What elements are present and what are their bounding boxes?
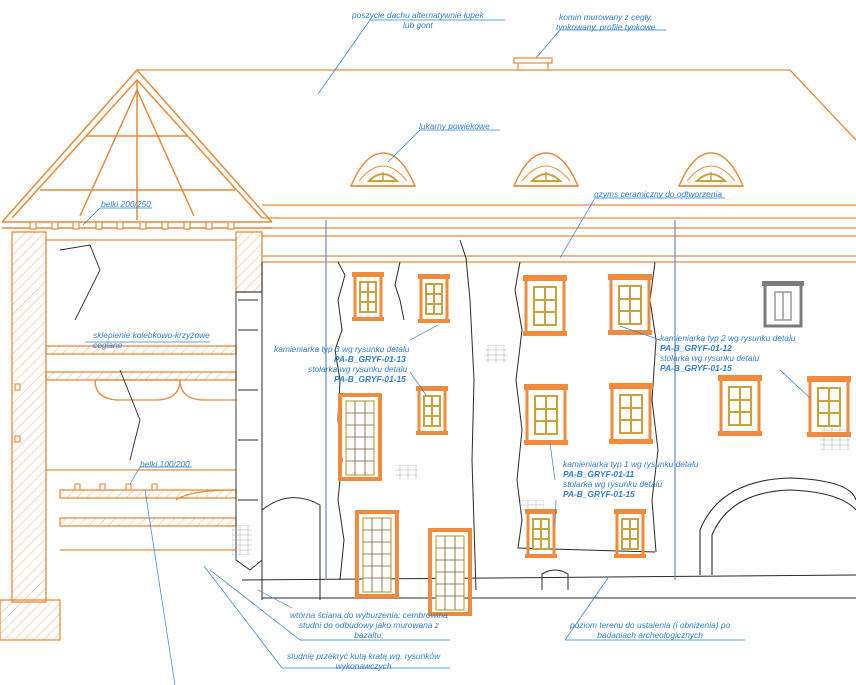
annotation-beams-200: belki 200/250 (101, 199, 151, 209)
annotation-line: kamieniarka typ 2 wg rysunku detalu (660, 333, 796, 343)
cellar-window (541, 569, 569, 590)
beam-ends-200 (29, 221, 235, 230)
annotation-wall-demolition: wtórna ściana do wyburzenia; cembrowina … (290, 610, 448, 640)
annotation-code: PA-B_GRYF-01-12 (660, 343, 732, 353)
annotation-vault: sklepienie kolebkowo-krzyżowe ceglane (93, 330, 210, 350)
annotation-line: sklepienie kolebkowo-krzyżowe (93, 330, 210, 340)
annotation-code: PA-B_GRYF-01-15 (334, 374, 406, 384)
annotation-line: poszycie dachu alternatywnie łupek (352, 10, 484, 20)
gray-window (762, 281, 804, 328)
annotation-chimney: komin murowany z cegły, tynkowany, profi… (556, 12, 655, 32)
windows-upper (350, 270, 654, 338)
annotation-beams-100: belki 100/200 (140, 459, 190, 469)
beam-ends-100 (14, 383, 158, 491)
doors-ground (355, 510, 472, 616)
leader-lines (82, 19, 811, 685)
section-walls (0, 231, 263, 641)
annotation-line: ceglane (93, 340, 123, 350)
annotation-line: stolarka wg rysunku detalu (660, 353, 760, 363)
annotation-terrain: poziom terenu do ustalenia (i obniżenia)… (570, 620, 730, 640)
downpipes (325, 220, 676, 580)
annotation-code: PA-B_GRYF-01-13 (334, 354, 406, 364)
annotation-stonework-type-3: kamieniarka typ 3 wg rysunku detalu PA-B… (274, 344, 409, 384)
annotation-line: kamieniarka typ 1 wg rysunku detalu (563, 459, 699, 469)
annotation-stonework-type-2: kamieniarka typ 2 wg rysunku detalu PA-B… (660, 333, 795, 373)
annotation-code: PA-B_GRYF-01-15 (563, 489, 635, 499)
annotation-dormers: lukarny powiekowe (419, 121, 490, 131)
arch-portal-left (261, 497, 321, 600)
annotation-line: poziom terenu do ustalenia (i obniżenia)… (570, 620, 731, 630)
annotation-line: stolarka wg rysunku detalu (563, 479, 663, 489)
annotation-cornice: gzyms ceramiczny do odtworzenia (594, 189, 723, 199)
annotation-line: stolarka wg rysunku detalu (308, 364, 408, 374)
annotation-line: tynkowany, profile tynkowe (556, 22, 656, 32)
section-stone (59, 244, 263, 571)
annotation-line: studni do odbudowy jako murowana z (298, 620, 439, 630)
chimney (513, 57, 553, 71)
annotation-line: wykonawczych (335, 661, 392, 671)
annotation-line: studnię przekryć kutą kratą wg. rysunków (287, 651, 441, 661)
windows-middle (414, 373, 853, 447)
annotation-line: bazaltu; (354, 630, 384, 640)
annotation-roof-cover: poszycie dachu alternatywnie łupek lub g… (352, 10, 484, 30)
annotation-code: PA-B_GRYF-01-15 (660, 363, 732, 373)
gable (1, 68, 273, 229)
brick-patches (232, 345, 850, 555)
annotation-line: lub gont (402, 20, 433, 30)
annotation-line: badaniach archeologicznych (597, 630, 703, 640)
main-roof (137, 69, 856, 263)
annotation-line: kamieniarka typ 3 wg rysunku detalu (274, 344, 410, 354)
annotation-stonework-type-1: kamieniarka typ 1 wg rysunku detalu PA-B… (563, 459, 698, 499)
annotation-line: wtórna ściana do wyburzenia; cembrowina (290, 610, 448, 620)
annotation-line: komin murowany z cegły, (559, 12, 653, 22)
dormers (350, 152, 744, 187)
annotation-well-grate: studnię przekryć kutą kratą wg. rysunków… (287, 651, 440, 671)
annotation-code: PA-B_GRYF-01-11 (563, 469, 635, 479)
arch-portal-right (699, 477, 856, 575)
